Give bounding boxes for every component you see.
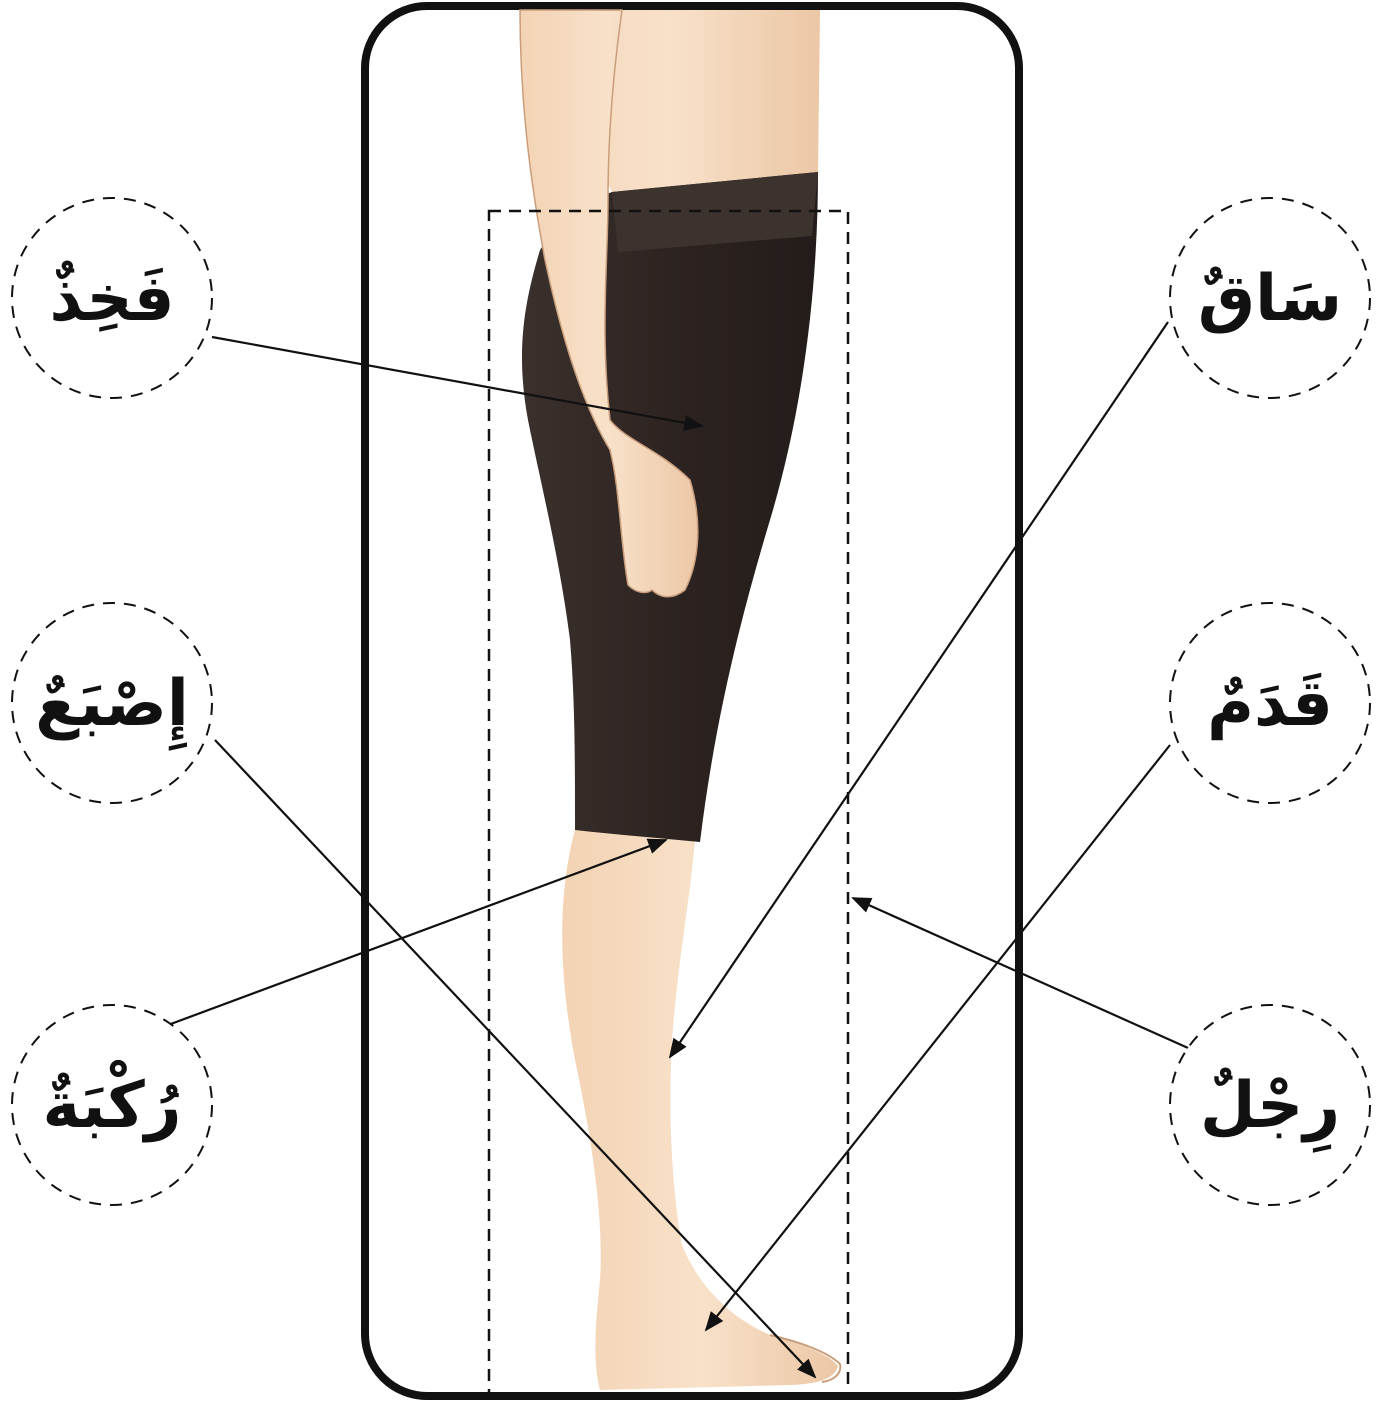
label-toe-text: إِصْبَعٌ bbox=[35, 667, 189, 751]
label-foot-text: قَدَمٌ bbox=[1207, 667, 1333, 741]
label-shin: سَاقٌ bbox=[1170, 198, 1370, 398]
leg-illustration bbox=[520, 10, 840, 1390]
label-foot: قَدَمٌ bbox=[1170, 603, 1370, 803]
arrow-toe bbox=[215, 740, 815, 1377]
label-leg: رِجْلٌ bbox=[1170, 1005, 1370, 1205]
lower-leg bbox=[562, 830, 838, 1390]
label-thigh: فَخِذٌ bbox=[12, 198, 212, 398]
label-toe: إِصْبَعٌ bbox=[12, 603, 212, 803]
label-knee: رُكْبَةٌ bbox=[12, 1005, 212, 1205]
label-leg-text: رِجْلٌ bbox=[1200, 1067, 1340, 1153]
label-shin-text: سَاقٌ bbox=[1198, 262, 1342, 336]
arrow-foot bbox=[706, 745, 1170, 1330]
label-knee-text: رُكْبَةٌ bbox=[43, 1059, 182, 1143]
arrow-leg bbox=[853, 898, 1197, 1052]
label-thigh-text: فَخِذٌ bbox=[50, 260, 175, 336]
